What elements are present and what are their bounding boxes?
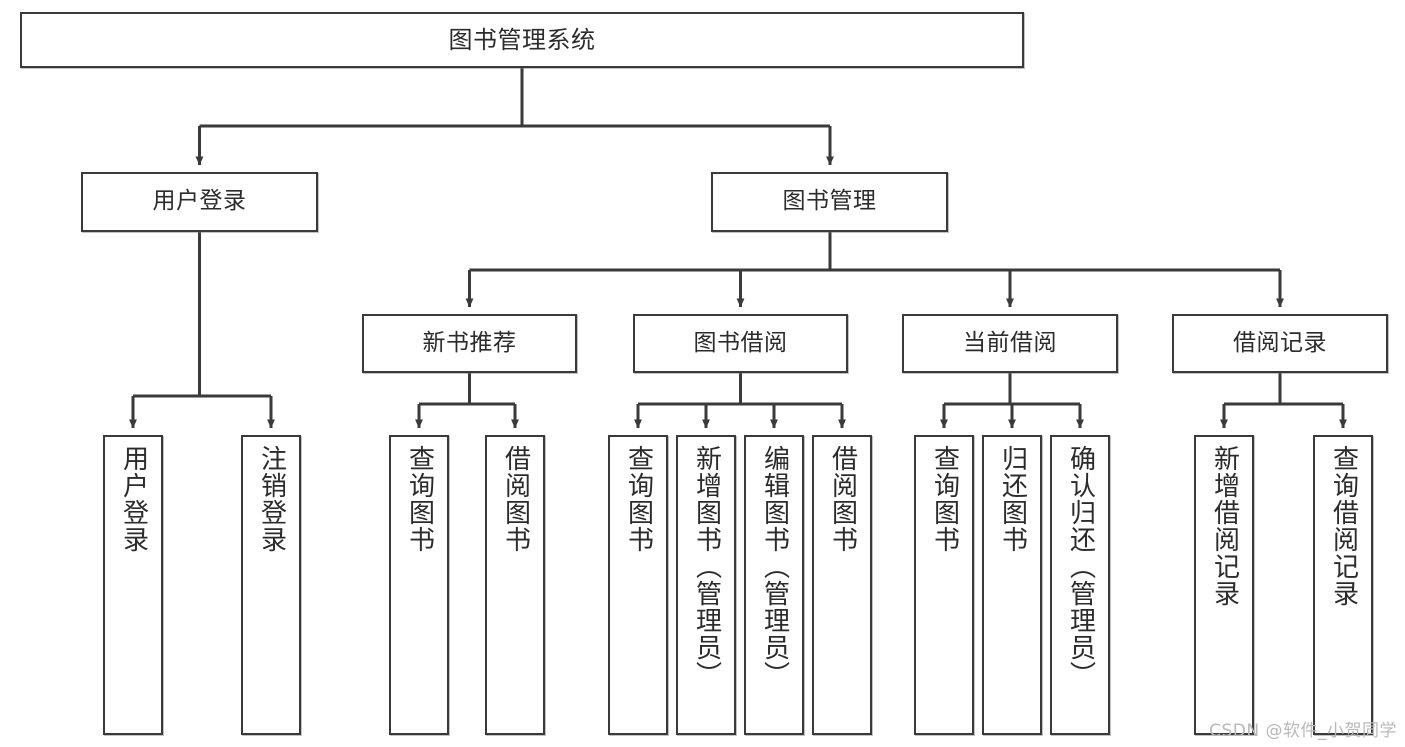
node-leaf[interactable]: 查询借阅记录	[1313, 435, 1373, 735]
node-level3[interactable]: 新书推荐	[362, 314, 577, 373]
node-root-label: 图书管理系统	[448, 25, 596, 54]
node-level3-label: 当前借阅	[963, 329, 1057, 356]
node-leaf[interactable]: 查询图书	[389, 435, 449, 735]
node-leaf[interactable]: 用户登录	[103, 435, 163, 735]
node-leaf[interactable]: 借阅图书	[485, 435, 545, 735]
node-leaf[interactable]: 新增借阅记录	[1194, 435, 1254, 735]
node-leaf[interactable]: 注销登录	[241, 435, 301, 735]
node-leaf-label: 确认归还（管理员）	[1065, 445, 1096, 688]
node-level3-label: 图书借阅	[693, 329, 788, 356]
node-leaf-label: 新增借阅记录	[1209, 445, 1240, 607]
node-level2-label: 用户登录	[152, 188, 247, 215]
node-leaf[interactable]: 归还图书	[982, 435, 1042, 735]
node-leaf[interactable]: 查询图书	[914, 435, 974, 735]
node-leaf-label: 用户登录	[118, 445, 149, 553]
node-level2-label: 图书管理	[782, 188, 877, 215]
node-leaf[interactable]: 确认归还（管理员）	[1050, 435, 1110, 735]
node-leaf-label: 注销登录	[256, 445, 287, 553]
node-leaf[interactable]: 编辑图书（管理员）	[744, 435, 804, 735]
node-root[interactable]: 图书管理系统	[20, 12, 1024, 68]
node-leaf[interactable]: 查询图书	[608, 435, 668, 735]
node-level3-label: 借阅记录	[1233, 329, 1327, 356]
node-leaf-label: 归还图书	[997, 445, 1028, 553]
node-level2[interactable]: 图书管理	[711, 172, 948, 232]
node-leaf-label: 查询图书	[404, 445, 435, 553]
node-leaf-label: 借阅图书	[500, 445, 531, 553]
node-leaf[interactable]: 新增图书（管理员）	[676, 435, 736, 735]
node-level3[interactable]: 借阅记录	[1172, 314, 1388, 373]
node-leaf-label: 查询借阅记录	[1328, 445, 1359, 607]
node-level3[interactable]: 当前借阅	[902, 314, 1118, 373]
node-level3[interactable]: 图书借阅	[633, 314, 848, 373]
node-level2[interactable]: 用户登录	[81, 172, 318, 232]
node-level3-label: 新书推荐	[422, 329, 517, 356]
node-leaf-label: 查询图书	[623, 445, 654, 553]
watermark: CSDN @软件_小贺同学	[1209, 721, 1397, 741]
node-leaf-label: 查询图书	[929, 445, 960, 553]
node-leaf-label: 新增图书（管理员）	[691, 445, 722, 688]
node-leaf-label: 借阅图书	[827, 445, 858, 553]
node-leaf[interactable]: 借阅图书	[812, 435, 872, 735]
node-leaf-label: 编辑图书（管理员）	[759, 445, 790, 688]
